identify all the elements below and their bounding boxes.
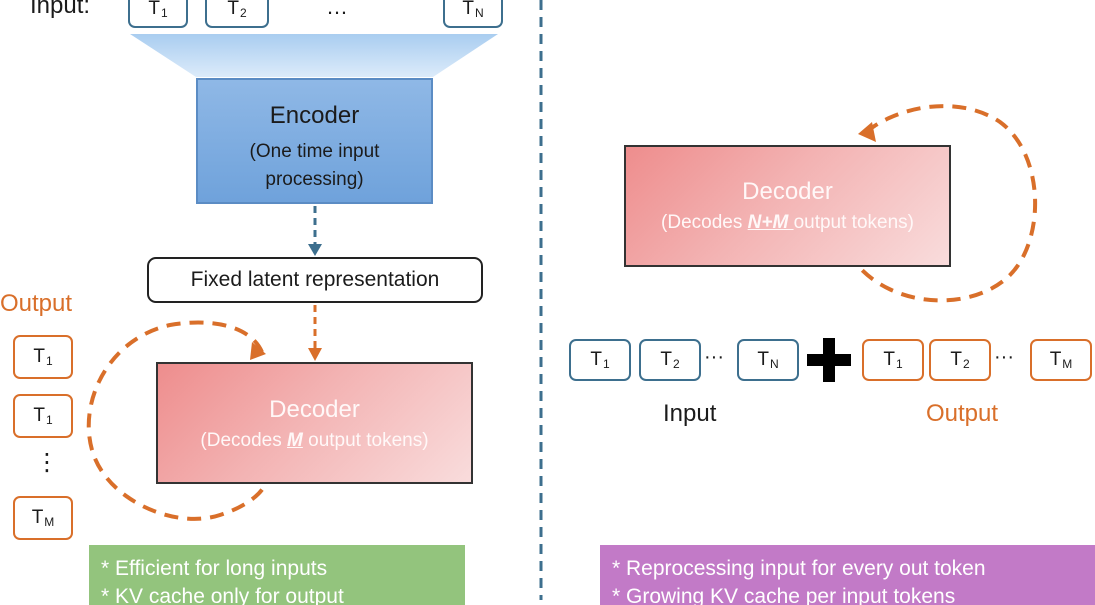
encoder-desc-line1: (One time input <box>249 141 380 162</box>
decoder-title: Decoder <box>742 178 833 205</box>
right-note-box: * Reprocessing input for every out token… <box>600 545 1095 605</box>
left-decoder-loop <box>86 320 267 521</box>
right-input-label: Input <box>663 400 717 427</box>
decoder-desc: (Decodes M output tokens) <box>200 430 429 451</box>
plus-icon <box>807 338 851 382</box>
input-label: Input: <box>30 0 91 19</box>
output-label: Output <box>0 290 73 317</box>
note-line: * KV cache only for output <box>101 585 344 605</box>
note-line: * Growing KV cache per input tokens <box>612 585 956 605</box>
encoder-title: Encoder <box>269 102 360 129</box>
latent-box: Fixed latent representation <box>147 257 483 303</box>
left-note-box: * Efficient for long inputs * KV cache o… <box>89 545 465 605</box>
note-line: * Efficient for long inputs <box>101 557 328 580</box>
decoder-title: Decoder <box>269 396 360 423</box>
output-ellipsis: ··· <box>994 346 1014 368</box>
note-line: * Reprocessing input for every out token <box>612 557 986 580</box>
output-vertical-ellipsis: ⋮ <box>35 449 59 476</box>
decoder-desc: (Decodes N+M output tokens) <box>661 212 914 233</box>
left-decoder-box: Decoder (Decodes M output tokens) <box>156 362 473 484</box>
encoder-desc-line2: processing) <box>265 169 364 190</box>
right-decoder-loop <box>858 104 1037 303</box>
right-decoder-box: Decoder (Decodes N+M output tokens) <box>624 145 951 267</box>
right-output-label: Output <box>926 400 999 427</box>
input-ellipsis: … <box>326 0 348 19</box>
input-ellipsis: ··· <box>704 346 724 368</box>
funnel-shape <box>130 34 498 77</box>
encoder-box: Encoder (One time input processing) <box>196 78 433 204</box>
